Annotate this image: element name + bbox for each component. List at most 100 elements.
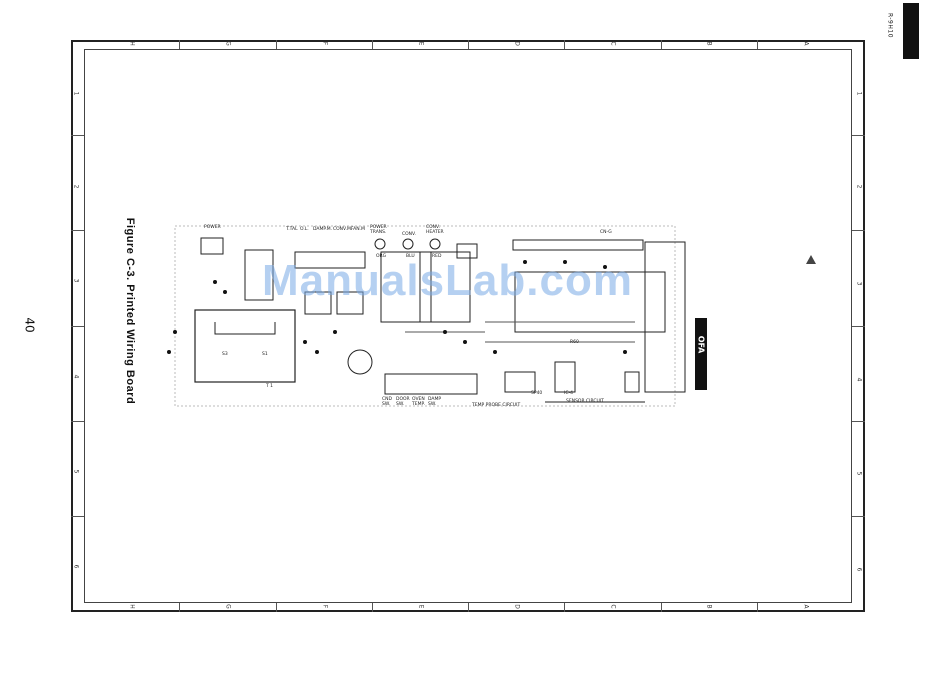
label-dampm: DAMP.M. [313,227,333,232]
label-temp-probe: TEMP PROBE CIRCUIT [472,403,521,408]
grid-tick [661,603,662,612]
model-code: R-9H10 [886,12,894,39]
grid-tick [564,40,565,49]
row-label-left-3: 3 [72,278,80,283]
warning-triangle-icon [806,255,816,264]
terminal-power-trans [374,238,386,250]
col-label-bottom-d: D [513,604,521,609]
label-conv: CONV. [402,232,416,237]
page-corner-tab [903,3,919,59]
row-label-left-6: 6 [72,564,80,569]
board-outline [174,225,676,407]
ofa-tab-text: OFA [696,335,706,354]
col-label-top-b: B [705,41,713,46]
label-t1: T 1 [266,384,274,389]
col-label-top-h: H [128,41,136,46]
row-label-right-3: 3 [855,281,863,286]
col-label-bottom-g: G [224,604,232,609]
grid-tick [468,40,469,49]
relay-ry4 [419,251,471,323]
ofa-tab [695,318,707,390]
grid-tick [661,40,662,49]
speaker-sp40 [504,371,536,393]
label-power-trans: POWER TRANS. [370,225,387,235]
col-label-bottom-e: E [417,604,425,609]
grid-tick [852,421,865,422]
page-number: 40 [22,317,37,333]
label-r60: R60 [570,340,579,345]
solder-pad [463,340,467,344]
label-blue: BLU [406,254,415,259]
label-cnd-sw: CND SW. [382,397,392,407]
grid-tick [71,516,84,517]
grid-tick [71,326,84,327]
grid-tick [468,603,469,612]
control-ic-area [514,271,666,333]
grid-tick [757,603,758,612]
label-s3: S3 [222,352,228,357]
solder-pad [623,350,627,354]
solder-pad [443,330,447,334]
grid-tick [852,135,865,136]
label-conv-heater: CONV. HEATER [426,225,444,235]
figure-title: Figure C-3. Printed Wiring Board [124,217,136,405]
grid-tick [852,230,865,231]
printed-wiring-board [167,225,686,407]
label-ic4: IC-4 [564,391,573,396]
large-capacitor [347,349,373,375]
label-ol: O.L. [300,227,309,232]
row-label-right-6: 6 [855,567,863,572]
label-cn-g: CN-G [600,230,612,235]
cn-g-connector [512,239,644,251]
col-label-top-a: A [802,41,810,46]
grid-tick [372,40,373,49]
row-label-left-1: 1 [72,91,80,96]
drawing-inner-frame [84,49,852,603]
label-sensor-circuit: SENSOR CIRCUIT [566,399,604,404]
label-ttal: T.TAL [286,227,298,232]
label-s1: S1 [262,352,268,357]
label-red: RED [432,254,442,259]
solder-pad [223,290,227,294]
grid-tick [852,516,865,517]
grid-tick [179,603,180,612]
label-door-sw: DOOR SW. [396,397,410,407]
solder-pad [603,265,607,269]
row-label-right-5: 5 [855,471,863,476]
col-label-top-g: G [224,41,232,46]
row-label-right-1: 1 [855,91,863,96]
power-connector [200,237,224,255]
grid-tick [276,40,277,49]
label-convm: CONV.M. [333,227,353,232]
label-orange: ORG [376,254,387,259]
watermark: ManualsLab.com [262,256,633,305]
col-label-top-e: E [417,41,425,46]
grid-tick [179,40,180,49]
col-label-bottom-f: F [321,604,329,609]
grid-tick [71,230,84,231]
solder-pad [333,330,337,334]
solder-pad [173,330,177,334]
relay-block [244,249,274,301]
transformer-t1 [194,309,296,383]
row-label-left-2: 2 [72,184,80,189]
relay-ry1 [304,291,332,315]
cn-c-edge-connector [644,241,686,393]
col-label-top-f: F [321,41,329,46]
label-fanm: FAN.M [351,227,365,232]
solder-pad [167,350,171,354]
terminal-conv-heater [429,238,441,250]
col-label-bottom-c: C [609,604,617,609]
label-damp-sw: DAMP SW. [428,397,442,407]
solder-pad [493,350,497,354]
grid-tick [372,603,373,612]
col-label-top-c: C [609,41,617,46]
relay-ry2 [336,291,364,315]
col-label-bottom-b: B [705,604,713,609]
small-connector [456,243,478,259]
sensor-component [624,371,640,393]
grid-tick [564,603,565,612]
grid-tick [852,326,865,327]
solder-pad [303,340,307,344]
row-label-left-4: 4 [72,374,80,379]
